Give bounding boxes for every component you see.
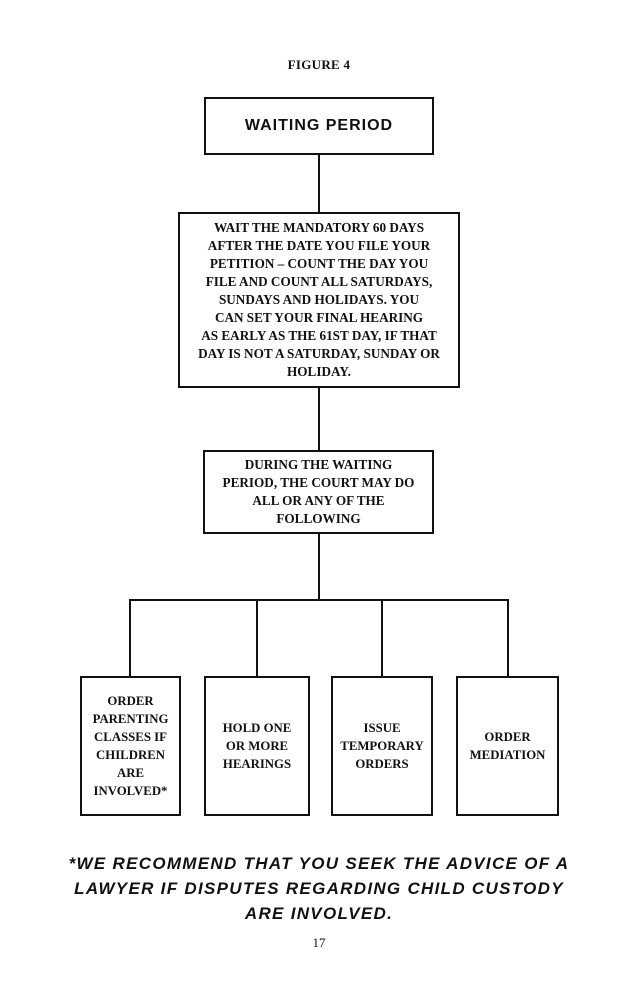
mandatory-wait-box: WAIT THE MANDATORY 60 DAYS AFTER THE DAT…: [178, 212, 460, 388]
branch-drop-3: [381, 599, 383, 676]
option-label-parenting-classes: ORDER PARENTING CLASSES IF CHILDREN ARE …: [92, 694, 169, 798]
option-label-mediation: ORDER MEDIATION: [469, 730, 546, 762]
option-box-hearings: HOLD ONE OR MORE HEARINGS: [204, 676, 310, 816]
footnote: *WE RECOMMEND THAT YOU SEEK THE ADVICE O…: [68, 854, 570, 923]
court-actions-text: DURING THE WAITING PERIOD, THE COURT MAY…: [222, 457, 415, 526]
option-box-parenting-classes: ORDER PARENTING CLASSES IF CHILDREN ARE …: [80, 676, 181, 816]
connector-during-to-branch: [318, 534, 320, 600]
branch-drop-1: [129, 599, 131, 676]
connector-title-to-wait: [318, 155, 320, 212]
option-label-hearings: HOLD ONE OR MORE HEARINGS: [222, 721, 292, 771]
option-box-temporary-orders: ISSUE TEMPORARY ORDERS: [331, 676, 433, 816]
option-label-temporary-orders: ISSUE TEMPORARY ORDERS: [340, 721, 424, 771]
court-actions-box: DURING THE WAITING PERIOD, THE COURT MAY…: [203, 450, 434, 534]
mandatory-wait-text: WAIT THE MANDATORY 60 DAYS AFTER THE DAT…: [198, 220, 440, 379]
figure-label: FIGURE 4: [287, 57, 351, 72]
branch-bar: [129, 599, 509, 601]
connector-wait-to-during: [318, 388, 320, 450]
waiting-period-title-box: WAITING PERIOD: [204, 97, 434, 155]
option-box-mediation: ORDER MEDIATION: [456, 676, 559, 816]
branch-drop-4: [507, 599, 509, 676]
page-number: 17: [312, 935, 326, 950]
waiting-period-title: WAITING PERIOD: [244, 117, 394, 134]
branch-drop-2: [256, 599, 258, 676]
